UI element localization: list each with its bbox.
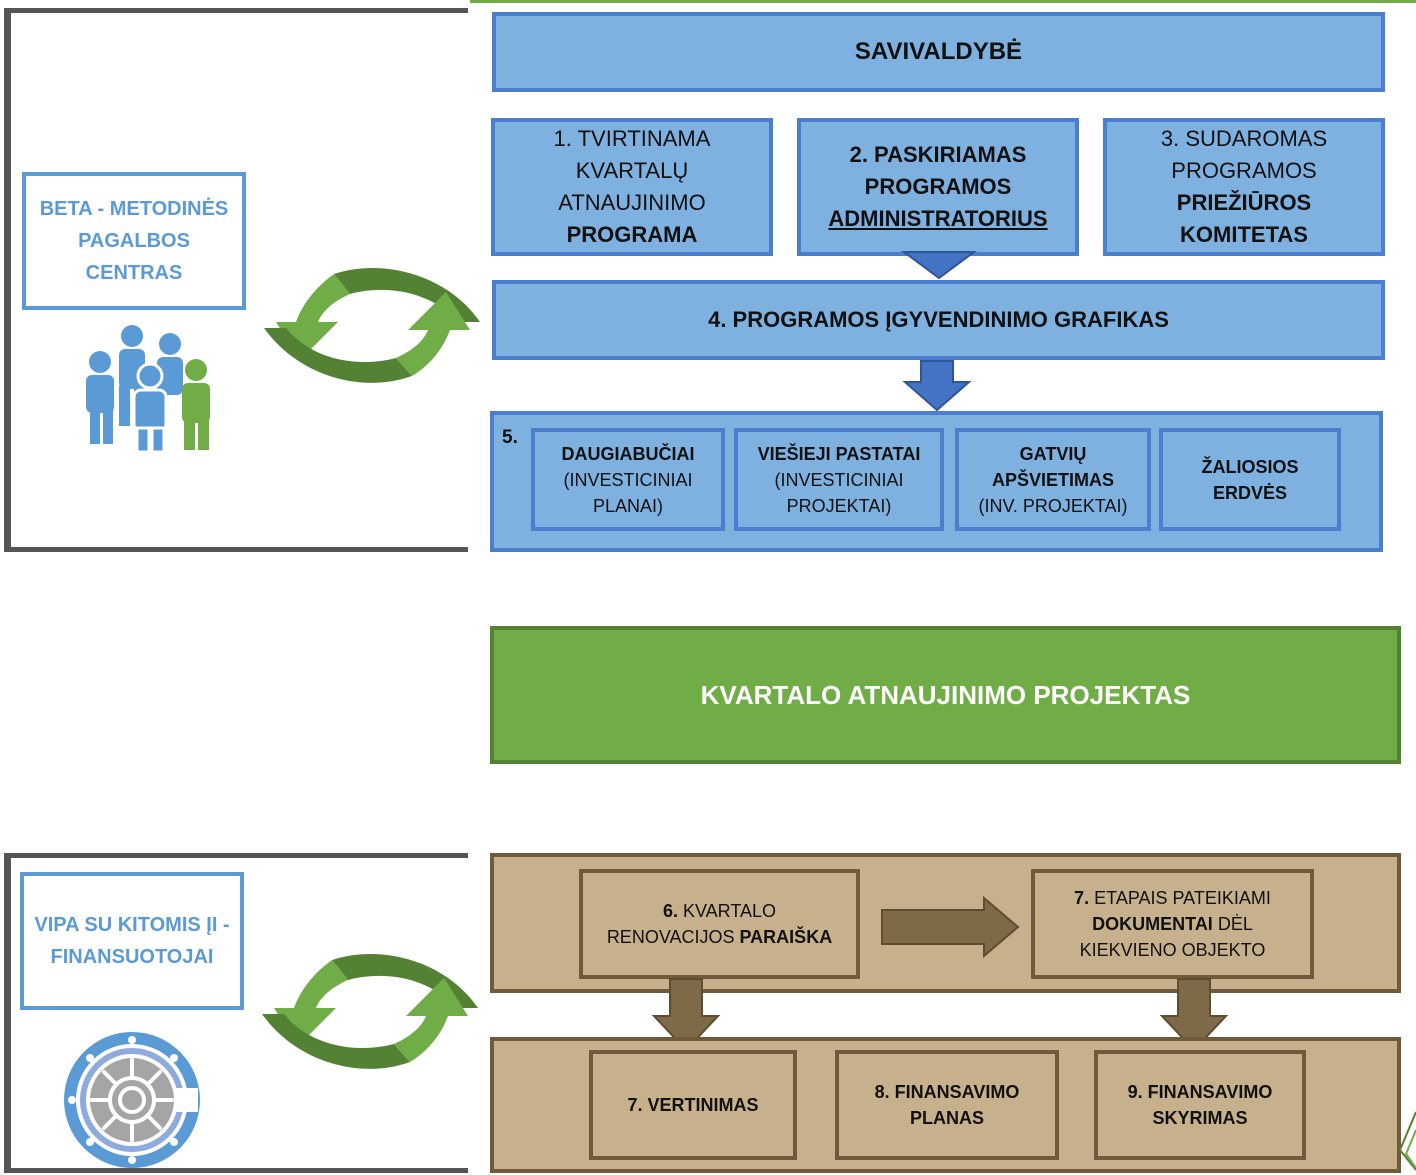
step-6-text: KVARTALO RENOVACIJOS (606, 901, 777, 947)
arrow-down-brown-icon (651, 978, 721, 1052)
municipality-header-text: SAVIVALDYBĖ (854, 38, 1023, 65)
top-green-line (470, 0, 1416, 3)
schedule-bar-text: 4. PROGRAMOS ĮGYVENDINIMO GRAFIKAS (708, 307, 1169, 332)
result-financing-allocation-text: 9. FINANSAVIMO SKYRIMAS (1127, 1082, 1273, 1128)
vipa-label: VIPA SU KITOMIS ĮI - FINANSUOTOJAI (20, 872, 244, 1010)
result-financing-plan: 8. FINANSAVIMO PLANAS (835, 1050, 1059, 1160)
recycle-arrows-icon (262, 954, 478, 1069)
municipality-header: SAVIVALDYBĖ (492, 12, 1385, 92)
step-3-box: 3. SUDAROMAS PROGRAMOS PRIEŽIŪROS KOMITE… (1103, 118, 1385, 256)
people-group-icon (86, 325, 210, 454)
top-bracket (4, 8, 468, 552)
step-7-documents-box: 7. ETAPAIS PATEIKIAMI DOKUMENTAI DĖL KIE… (1031, 869, 1314, 979)
step-3-text: 3. SUDAROMAS PROGRAMOS (1160, 126, 1328, 183)
arrow-right-icon (881, 895, 1020, 959)
arrow-down-small-icon (900, 251, 978, 280)
sub-item-apartments-text: (INVESTICINIAI PLANAI) (563, 469, 693, 516)
sub-item-public-buildings-bold: VIEŠIEJI PASTATAI (757, 443, 921, 464)
project-bar: KVARTALO ATNAUJINIMO PROJEKTAS (490, 626, 1401, 764)
step-2-bold: 2. PASKIRIAMAS PROGRAMOS (849, 142, 1027, 199)
sub-item-apartments: DAUGIABUČIAI (INVESTICINIAI PLANAI) (531, 428, 725, 531)
recycle-arrows-icon (264, 268, 480, 383)
bottom-bracket (4, 853, 468, 1173)
step-5-number: 5. (502, 427, 518, 448)
sub-item-public-buildings: VIEŠIEJI PASTATAI (INVESTICINIAI PROJEKT… (734, 428, 944, 531)
result-financing-plan-text: 8. FINANSAVIMO PLANAS (874, 1082, 1020, 1128)
step-3-bold: PRIEŽIŪROS KOMITETAS (1176, 190, 1312, 247)
beta-label-text: BETA - METODINĖS PAGALBOS CENTRAS (39, 198, 229, 284)
sub-item-street-lighting: GATVIŲ APŠVIETIMAS (INV. PROJEKTAI) (955, 428, 1151, 531)
schedule-bar: 4. PROGRAMOS ĮGYVENDINIMO GRAFIKAS (492, 280, 1385, 360)
vipa-label-text: VIPA SU KITOMIS ĮI - FINANSUOTOJAI (34, 914, 230, 968)
step-6-number: 6. (662, 901, 678, 921)
step-1-bold: PROGRAMA (566, 222, 698, 247)
result-financing-allocation: 9. FINANSAVIMO SKYRIMAS (1094, 1050, 1306, 1160)
decorative-corner-icon (1398, 1111, 1416, 1171)
sub-item-street-lighting-text: (INV. PROJEKTAI) (978, 495, 1128, 516)
sub-item-street-lighting-bold: GATVIŲ APŠVIETIMAS (991, 443, 1115, 490)
sub-item-green-spaces: ŽALIOSIOS ERDVĖS (1159, 428, 1341, 531)
vault-icon (64, 1032, 200, 1168)
step-7-documents-text: ETAPAIS PATEIKIAMI (1094, 888, 1271, 908)
step-7-documents-bold: DOKUMENTAI (1092, 914, 1213, 934)
arrow-down-brown-icon (1159, 978, 1229, 1052)
step-2-underlined: ADMINISTRATORIUS (828, 206, 1048, 231)
beta-label: BETA - METODINĖS PAGALBOS CENTRAS (22, 172, 246, 310)
step-7-documents-rest: DĖL KIEKVIENO OBJEKTO (1079, 914, 1266, 960)
step-1-text: 1. TVIRTINAMA KVARTALŲ ATNAUJINIMO (553, 126, 711, 215)
step-2-box: 2. PASKIRIAMAS PROGRAMOS ADMINISTRATORIU… (797, 118, 1079, 256)
step-6-box: 6. KVARTALO RENOVACIJOS PARAIŠKA (579, 869, 860, 979)
sub-item-apartments-bold: DAUGIABUČIAI (561, 443, 695, 464)
sub-item-public-buildings-text: (INVESTICINIAI PROJEKTAI) (774, 469, 904, 516)
sub-item-green-spaces-bold: ŽALIOSIOS ERDVĖS (1201, 456, 1299, 503)
result-evaluation-text: 7. VERTINIMAS (627, 1095, 759, 1115)
result-evaluation: 7. VERTINIMAS (589, 1050, 797, 1160)
project-bar-text: KVARTALO ATNAUJINIMO PROJEKTAS (700, 679, 1191, 710)
arrow-down-icon (902, 360, 972, 412)
step-6-bold: PARAIŠKA (739, 927, 833, 947)
step-7-documents-number: 7. (1074, 888, 1090, 908)
step-1-box: 1. TVIRTINAMA KVARTALŲ ATNAUJINIMO PROGR… (491, 118, 773, 256)
